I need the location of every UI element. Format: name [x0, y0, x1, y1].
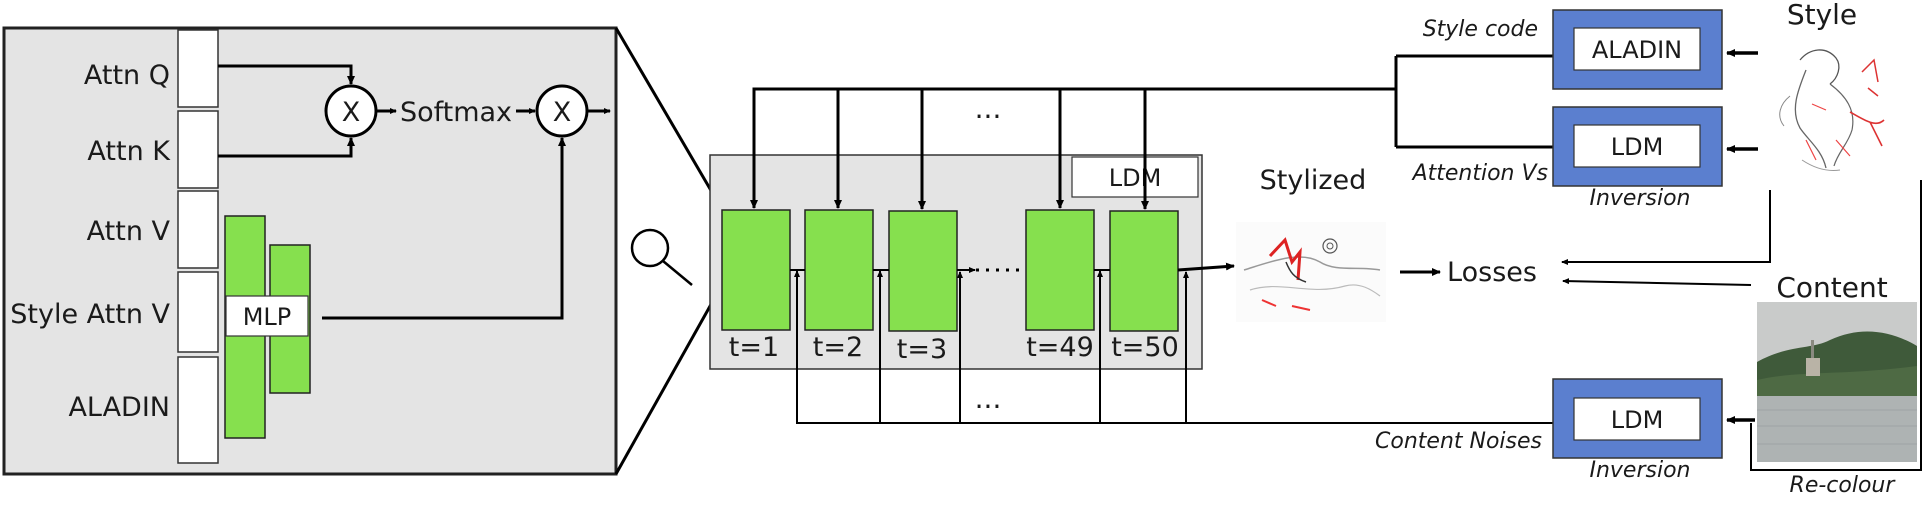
- step-block-49: [1025, 209, 1095, 331]
- magnifier-icon: [630, 228, 693, 286]
- content-noises-label: Content Noises: [1375, 429, 1542, 454]
- step-label-49: t=49: [1026, 332, 1094, 363]
- content-to-losses-line: [1562, 278, 1752, 286]
- attention-vs-label: Attention Vs: [1411, 161, 1548, 186]
- step-block-1: [721, 209, 791, 331]
- style-inversion-label: Inversion: [1589, 186, 1690, 211]
- content-ldm-box: [1573, 397, 1701, 441]
- row-label-aladin: ALADIN: [68, 392, 170, 423]
- content-photo-image: [1757, 302, 1917, 462]
- aladin-box: [177, 356, 219, 464]
- step-label-2: t=2: [813, 332, 863, 363]
- zoom-lines: [614, 27, 725, 475]
- mlp-label: MLP: [243, 303, 292, 331]
- style-attn-v-box: [177, 271, 219, 353]
- aladin-encoder-box: [1573, 27, 1701, 71]
- recolour-loop-line: [1750, 180, 1922, 471]
- unet-panel: LDM t=1 t=2 t=3 t=49 t=50: [709, 154, 1203, 370]
- output-arrow: [1177, 262, 1235, 272]
- content-ldm-label: LDM: [1611, 406, 1664, 434]
- aladin-encoder-label: ALADIN: [1592, 36, 1682, 64]
- content-inversion-label: Inversion: [1589, 458, 1690, 483]
- style-ldm-box: [1573, 124, 1701, 168]
- content-title: Content: [1776, 271, 1887, 304]
- content-noise-bus: [794, 270, 1553, 424]
- stylized-output-image: [1236, 222, 1386, 322]
- top-ellipsis: ...: [975, 92, 1002, 125]
- detail-connections: [218, 64, 611, 320]
- style-injection-bus: [750, 54, 1553, 210]
- step-block-50: [1109, 210, 1179, 332]
- mlp-label-box: [225, 295, 309, 337]
- losses-label: Losses: [1447, 257, 1537, 288]
- stylized-label: Stylized: [1260, 165, 1367, 196]
- recolour-label: Re-colour: [1790, 473, 1897, 498]
- multiply-symbol-1: X: [342, 97, 361, 128]
- style-code-label: Style code: [1423, 17, 1538, 42]
- attn-k-box: [177, 110, 219, 189]
- multiply-symbol-2: X: [553, 97, 572, 128]
- step-block-2: [804, 209, 874, 331]
- style-sketch-image: [1770, 40, 1888, 180]
- attn-q-box: [177, 29, 219, 108]
- attn-v-box: [177, 190, 219, 269]
- step-label-1: t=1: [729, 332, 779, 363]
- style-title: Style: [1787, 0, 1857, 31]
- step-label-50: t=50: [1111, 332, 1179, 363]
- style-ldm-label: LDM: [1611, 133, 1664, 161]
- softmax-label: Softmax: [400, 97, 512, 128]
- step-label-3: t=3: [897, 334, 947, 365]
- row-label-attn-q: Attn Q: [84, 60, 170, 91]
- style-input-arrows: [1726, 49, 1758, 153]
- bottom-ellipsis: ...: [975, 382, 1002, 415]
- row-label-style-attn-v: Style Attn V: [10, 299, 170, 330]
- step-block-3: [888, 210, 958, 332]
- unet-ldm-box: [1071, 156, 1199, 198]
- unet-ldm-label: LDM: [1109, 164, 1162, 192]
- attention-detail-panel: Attn Q Attn K Attn V Style Attn V ALADIN…: [2, 26, 618, 476]
- row-label-attn-v: Attn V: [87, 216, 171, 247]
- row-label-attn-k: Attn K: [87, 136, 171, 167]
